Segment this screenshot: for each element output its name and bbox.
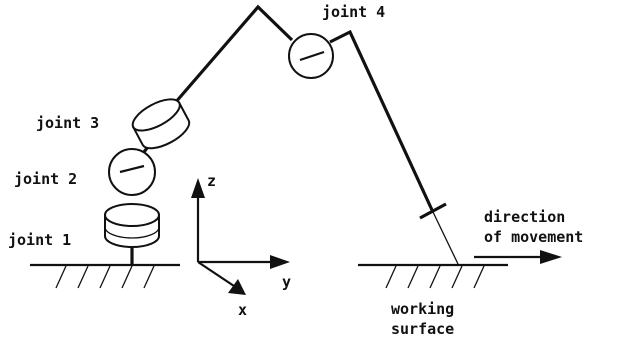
y-axis-label: y xyxy=(282,273,291,291)
x-axis-line xyxy=(197,261,235,287)
upper-arm-link xyxy=(160,4,294,120)
tool-tip xyxy=(432,211,459,265)
joint-4-label: joint 4 xyxy=(322,3,385,21)
y-axis-arrowhead xyxy=(270,255,290,269)
direction-arrowhead xyxy=(540,250,562,264)
surface-hatch xyxy=(451,265,463,289)
joint-1-shape xyxy=(104,203,160,248)
base-hatch xyxy=(99,265,111,289)
z-axis-arrowhead xyxy=(191,178,205,198)
working-surface-label-line2: surface xyxy=(391,320,454,338)
joint-1-label: joint 1 xyxy=(8,231,71,249)
base-hatch xyxy=(55,265,67,289)
z-axis-label: z xyxy=(207,172,216,190)
direction-label-line1: direction xyxy=(484,208,565,226)
working-surface xyxy=(358,263,508,289)
surface-hatch xyxy=(385,265,397,289)
joint-2-label: joint 2 xyxy=(14,170,77,188)
x-axis-label: x xyxy=(238,301,247,319)
base-ground xyxy=(30,263,180,289)
surface-hatch xyxy=(407,265,419,289)
joint-3-shape xyxy=(131,98,191,150)
base-hatch xyxy=(121,265,133,289)
surface-hatch xyxy=(473,265,485,289)
joint-3-label: joint 3 xyxy=(36,114,99,132)
joint-4-shape xyxy=(288,33,334,79)
direction-arrow xyxy=(474,250,562,264)
surface-hatch xyxy=(429,265,441,289)
coordinate-axes xyxy=(191,178,290,295)
base-hatch xyxy=(143,265,155,289)
forearm-link xyxy=(329,29,434,211)
direction-label-line2: of movement xyxy=(484,228,583,246)
x-axis-arrowhead xyxy=(228,279,246,295)
joint-2-shape xyxy=(108,148,156,196)
end-effector-crossbar xyxy=(419,202,447,220)
working-surface-label-line1: working xyxy=(391,300,454,318)
base-hatch xyxy=(77,265,89,289)
